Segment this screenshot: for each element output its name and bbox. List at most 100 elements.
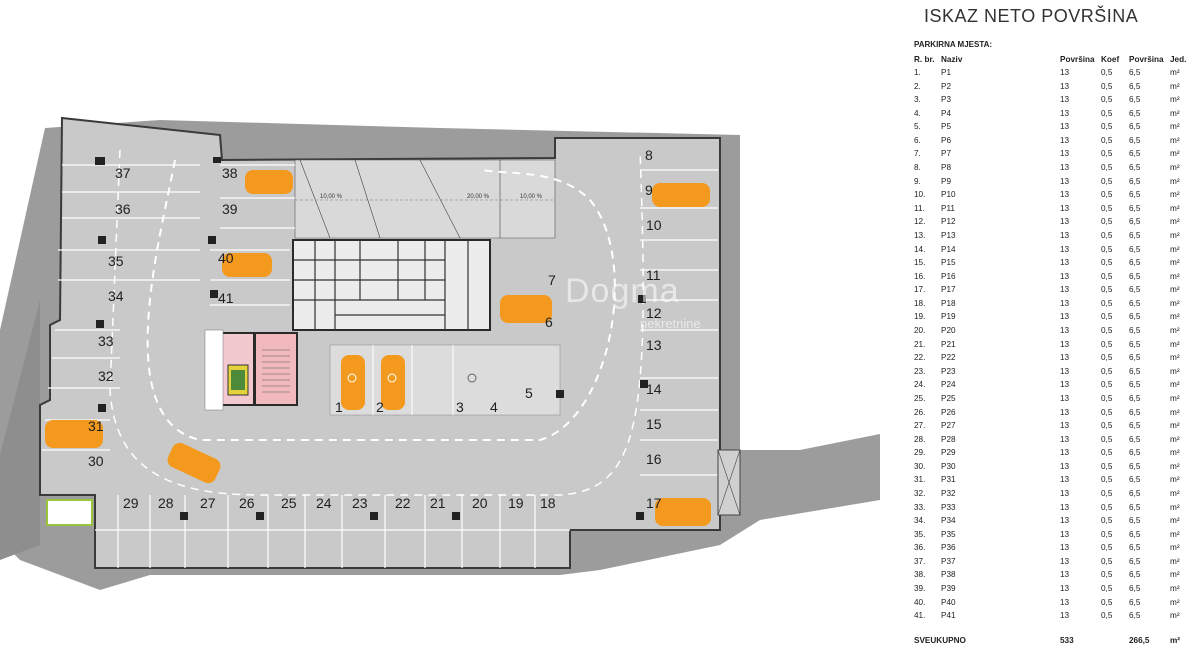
space-number: 25 xyxy=(281,495,297,511)
row-name: P21 xyxy=(941,339,956,349)
row-name: P13 xyxy=(941,230,956,240)
row-coef: 0,5 xyxy=(1101,570,1113,580)
row-name: P23 xyxy=(941,366,956,376)
space-number: 4 xyxy=(490,399,498,415)
row-name: P20 xyxy=(941,326,956,336)
row-coef: 0,5 xyxy=(1101,448,1113,458)
car-2 xyxy=(381,355,405,410)
row-name: P38 xyxy=(941,570,956,580)
space-number: 34 xyxy=(108,288,124,304)
car-drive xyxy=(167,442,221,484)
row-area: 13 xyxy=(1060,353,1070,363)
row-coef: 0,5 xyxy=(1101,407,1113,417)
row-number: 2. xyxy=(914,81,921,91)
row-name: P18 xyxy=(941,298,956,308)
row-unit: m² xyxy=(1170,298,1180,308)
row-number: 17. xyxy=(914,285,926,295)
row-coef: 0,5 xyxy=(1101,353,1113,363)
space-number: 3 xyxy=(456,399,464,415)
row-net: 6,5 xyxy=(1129,122,1141,132)
row-name: P37 xyxy=(941,556,956,566)
total-row: SVEUKUPNO 533 266,5 m² xyxy=(905,636,1195,649)
left-island xyxy=(204,329,224,411)
row-name: P19 xyxy=(941,312,956,322)
row-net: 6,5 xyxy=(1129,203,1141,213)
row-coef: 0,5 xyxy=(1101,488,1113,498)
row-unit: m² xyxy=(1170,203,1180,213)
row-coef: 0,5 xyxy=(1101,135,1113,145)
row-coef: 0,5 xyxy=(1101,258,1113,268)
header-povrsina-net: Površina xyxy=(1129,55,1164,64)
space-number: 8 xyxy=(645,147,653,163)
space-number: 18 xyxy=(540,495,556,511)
space-number: 37 xyxy=(115,165,131,181)
car-38 xyxy=(245,170,293,194)
row-unit: m² xyxy=(1170,285,1180,295)
row-area: 13 xyxy=(1060,108,1070,118)
car-1 xyxy=(341,355,365,410)
row-number: 22. xyxy=(914,353,926,363)
row-net: 6,5 xyxy=(1129,584,1141,594)
row-area: 13 xyxy=(1060,285,1070,295)
row-net: 6,5 xyxy=(1129,339,1141,349)
car-9 xyxy=(652,183,710,207)
row-coef: 0,5 xyxy=(1101,611,1113,621)
row-area: 13 xyxy=(1060,516,1070,526)
row-number: 1. xyxy=(914,68,921,77)
row-net: 6,5 xyxy=(1129,380,1141,390)
row-area: 13 xyxy=(1060,502,1070,512)
header-povrsina: Površina xyxy=(1060,55,1095,64)
row-unit: m² xyxy=(1170,597,1180,607)
row-name: P32 xyxy=(941,488,956,498)
row-net: 6,5 xyxy=(1129,407,1141,417)
row-name: P3 xyxy=(941,95,952,105)
header-jed: Jed. xyxy=(1170,55,1187,64)
space-number: 7 xyxy=(548,272,556,288)
row-area: 13 xyxy=(1060,149,1070,159)
row-name: P36 xyxy=(941,543,956,553)
row-unit: m² xyxy=(1170,380,1180,390)
row-name: P41 xyxy=(941,611,956,621)
row-net: 6,5 xyxy=(1129,393,1141,403)
row-name: P31 xyxy=(941,475,956,485)
row-net: 6,5 xyxy=(1129,163,1141,173)
row-unit: m² xyxy=(1170,366,1180,376)
row-net: 6,5 xyxy=(1129,298,1141,308)
row-number: 12. xyxy=(914,217,926,227)
row-name: P11 xyxy=(941,203,955,213)
row-net: 6,5 xyxy=(1129,190,1141,200)
row-net: 6,5 xyxy=(1129,108,1141,118)
row-net: 6,5 xyxy=(1129,488,1141,498)
row-coef: 0,5 xyxy=(1101,339,1113,349)
space-number: 33 xyxy=(98,333,114,349)
space-number: 23 xyxy=(352,495,368,511)
space-number: 17 xyxy=(646,495,662,511)
row-name: P9 xyxy=(941,176,952,186)
row-name: P14 xyxy=(941,244,956,254)
row-net: 6,5 xyxy=(1129,312,1141,322)
row-net: 6,5 xyxy=(1129,258,1141,268)
row-unit: m² xyxy=(1170,258,1180,268)
row-area: 13 xyxy=(1060,556,1070,566)
row-unit: m² xyxy=(1170,393,1180,403)
row-number: 18. xyxy=(914,298,926,308)
space-number: 1 xyxy=(335,399,343,415)
row-number: 5. xyxy=(914,122,921,132)
header-naziv: Naziv xyxy=(941,55,963,64)
row-area: 13 xyxy=(1060,190,1070,200)
row-coef: 0,5 xyxy=(1101,68,1113,77)
row-unit: m² xyxy=(1170,461,1180,471)
row-name: P22 xyxy=(941,353,956,363)
row-area: 13 xyxy=(1060,81,1070,91)
row-area: 13 xyxy=(1060,176,1070,186)
space-number: 36 xyxy=(115,201,131,217)
